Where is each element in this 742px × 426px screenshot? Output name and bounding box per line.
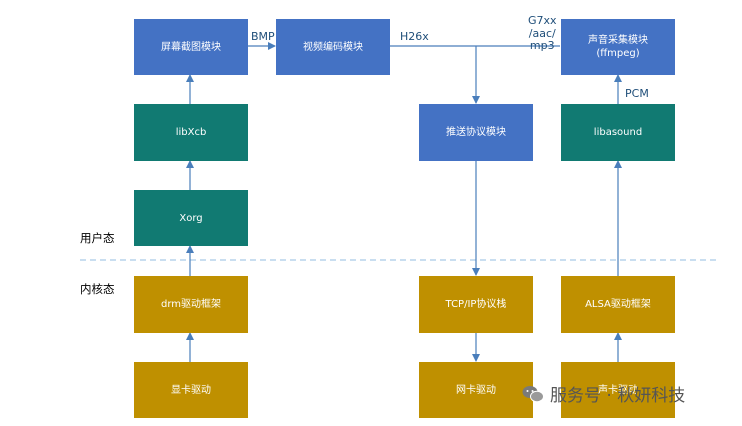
edge-label-pcm: PCM [625,87,649,100]
edge-label-h26x: H26x [400,30,429,43]
nic-driver: 网卡驱动 [419,362,533,418]
gpu-driver: 显卡驱动 [134,362,248,418]
watermark: 服务号 · 秋妍科技 [522,381,685,406]
watermark-text: 服务号 · 秋妍科技 [550,386,686,406]
edge-label-audio-format: G7xx /aac/ mp3 [528,14,557,53]
video-encode-module: 视频编码模块 [276,19,390,75]
audio-capture-title: 声音采集模块 [588,35,648,46]
kernel-space-label: 内核态 [80,282,115,296]
alsa-framework: ALSA驱动框架 [561,276,675,333]
sound-card-driver: 声卡驱动 [561,362,675,418]
edge-label-audio-format-line: G7xx [528,14,557,27]
libxcb-module: libXcb [134,104,248,161]
drm-framework: drm驱动框架 [134,276,248,333]
audio-capture-module: 声音采集模块 (ffmpeg) [561,19,675,75]
audio-capture-subtitle: (ffmpeg) [596,48,640,59]
xorg-module: Xorg [134,190,248,246]
tcpip-stack: TCP/IP协议栈 [419,276,533,333]
edge-label-audio-format-line: /aac/ [528,26,556,40]
screenshot-module: 屏幕截图模块 [134,19,248,75]
user-space-label: 用户态 [80,231,115,245]
wechat-icon [522,385,544,402]
edge-label-bmp: BMP [251,30,275,43]
push-protocol-module: 推送协议模块 [419,104,533,161]
edge-label-audio-format-line: mp3 [529,39,555,53]
libasound-module: libasound [561,104,675,161]
